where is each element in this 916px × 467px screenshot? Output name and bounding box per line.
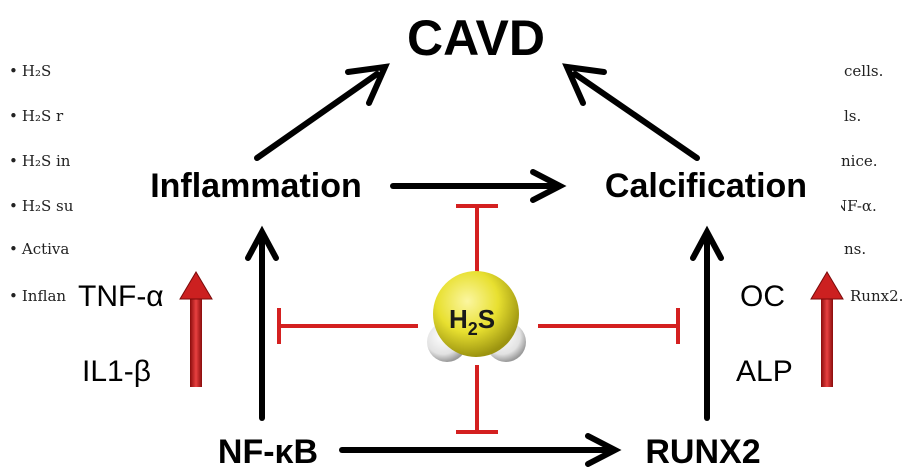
bullet-icon: • xyxy=(9,287,18,305)
runx2-label: RUNX2 xyxy=(645,433,760,467)
bullet-icon: • xyxy=(9,107,18,125)
h2s-molecule-icon: H2S xyxy=(427,271,526,362)
highlight-item: •Activa xyxy=(9,240,69,258)
arrowhead-icon xyxy=(690,225,724,261)
inflammation-label: Inflammation xyxy=(150,167,362,205)
arrowhead-icon xyxy=(562,63,607,106)
highlight-item: •H₂S su xyxy=(9,197,73,215)
highlight-tail: nice. xyxy=(841,152,878,170)
highlight-text: Activa xyxy=(21,240,70,258)
upregulation-arrow-right-icon xyxy=(810,271,844,387)
bullet-icon: • xyxy=(9,152,18,170)
highlight-item: •H₂S in xyxy=(9,152,70,170)
arrow-shaft xyxy=(190,297,202,387)
marker-alp: ALP xyxy=(736,355,793,388)
highlight-text: H₂S r xyxy=(21,107,64,125)
highlight-text: H₂S xyxy=(21,62,52,80)
black-arrows xyxy=(245,63,724,467)
inhibition-lines xyxy=(277,204,680,434)
bullet-icon: • xyxy=(9,197,18,215)
marker-oc: OC xyxy=(740,280,785,313)
arrowhead-icon xyxy=(345,63,390,106)
cavd-title: CAVD xyxy=(407,10,545,66)
sulfur-atom-icon xyxy=(433,271,519,357)
arrow-inflammation-to-cavd xyxy=(254,71,380,161)
arrowhead-icon xyxy=(245,225,279,261)
arrow-shaft xyxy=(821,297,833,387)
marker-tnf-alpha: TNF-α xyxy=(78,280,164,313)
highlight-tail: ls. xyxy=(844,107,862,125)
arrowhead-icon xyxy=(585,433,622,467)
highlight-item: •H₂S r xyxy=(9,107,63,125)
highlight-text: H₂S su xyxy=(21,197,74,215)
diagram-backdrop xyxy=(77,0,841,467)
arrow-calcification-to-cavd xyxy=(572,71,700,161)
highlight-text: H₂S in xyxy=(21,152,71,170)
marker-il1-beta: IL1-β xyxy=(82,355,151,388)
upregulation-arrow-left-icon xyxy=(179,271,213,387)
highlight-tail: NF-α. xyxy=(834,197,877,215)
bullet-icon: • xyxy=(9,62,18,80)
highlight-item: •H₂S xyxy=(9,62,51,80)
arrow-head-icon xyxy=(179,271,213,300)
highlight-item: •Inflan xyxy=(9,287,66,305)
h2s-label: H2S xyxy=(449,304,495,339)
arrow-head-icon xyxy=(810,271,844,300)
highlight-tail: cells. xyxy=(844,62,884,80)
nfkb-label: NF-κB xyxy=(218,433,318,467)
highlight-tail: Runx2. xyxy=(850,287,904,305)
highlight-text: Inflan xyxy=(21,287,67,305)
arrowhead-icon xyxy=(530,169,567,203)
highlight-tail: ns. xyxy=(844,240,867,258)
calcification-label: Calcification xyxy=(605,167,807,205)
bullet-icon: • xyxy=(9,240,18,258)
